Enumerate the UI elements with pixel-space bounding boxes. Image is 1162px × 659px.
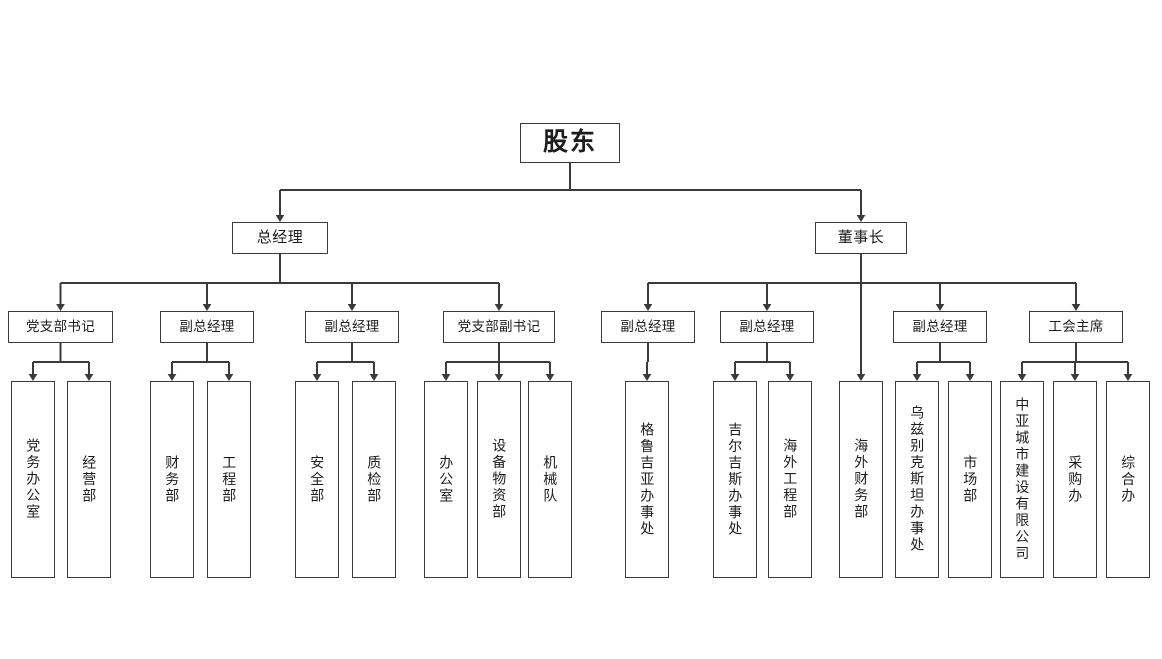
node-engineering-department[interactable]: 工程部 xyxy=(207,381,251,578)
arrow-head-icon-overseas-finance-department xyxy=(856,374,866,381)
node-kyrgyzstan-office[interactable]: 吉尔吉斯办事处 xyxy=(713,381,757,578)
node-union-chairman[interactable]: 工会主席 xyxy=(1029,311,1123,343)
node-label: 副总经理 xyxy=(912,319,968,335)
arrow-head-icon-deputy-party-branch-secretary xyxy=(494,304,504,311)
node-deputy-gm-3[interactable]: 副总经理 xyxy=(601,311,695,343)
arrow-head-icon-general-affairs-office xyxy=(1123,374,1133,381)
node-label: 办公室 xyxy=(438,454,455,505)
arrow-head-icon-operations-department xyxy=(84,374,94,381)
node-label: 党支部副书记 xyxy=(457,319,541,335)
arrow-head-icon-equipment-materials-department xyxy=(494,374,504,381)
node-label: 党务办公室 xyxy=(25,438,42,521)
arrow-head-icon-party-branch-secretary xyxy=(56,304,65,311)
node-equipment-materials-department[interactable]: 设备物资部 xyxy=(477,381,521,578)
arrow-head-icon-deputy-gm-4 xyxy=(762,304,772,311)
node-party-branch-secretary[interactable]: 党支部书记 xyxy=(8,311,113,343)
node-operations-department[interactable]: 经营部 xyxy=(67,381,111,578)
arrow-head-icon-kyrgyzstan-office xyxy=(730,374,740,381)
arrow-head-icon-finance-department xyxy=(167,374,177,381)
node-deputy-gm-2[interactable]: 副总经理 xyxy=(305,311,399,343)
node-label: 副总经理 xyxy=(179,319,235,335)
node-deputy-party-branch-secretary[interactable]: 党支部副书记 xyxy=(443,311,555,343)
arrow-head-icon-general-manager xyxy=(275,215,285,222)
node-office[interactable]: 办公室 xyxy=(424,381,468,578)
node-label: 中亚城市建设有限公司 xyxy=(1014,397,1031,562)
node-shareholders[interactable]: 股东 xyxy=(520,123,620,163)
node-label: 工程部 xyxy=(221,454,238,505)
node-quality-inspection-department[interactable]: 质检部 xyxy=(352,381,396,578)
node-label: 总经理 xyxy=(256,229,304,247)
arrow-head-icon-quality-inspection-department xyxy=(369,374,379,381)
node-label: 工会主席 xyxy=(1048,319,1104,335)
node-deputy-gm-5[interactable]: 副总经理 xyxy=(893,311,987,343)
node-uzbekistan-office[interactable]: 乌兹别克斯坦办事处 xyxy=(895,381,939,578)
node-central-asia-urban-construction-co[interactable]: 中亚城市建设有限公司 xyxy=(1000,381,1044,578)
arrow-head-icon-deputy-gm-1 xyxy=(202,304,212,311)
node-procurement-office[interactable]: 采购办 xyxy=(1053,381,1097,578)
node-label: 副总经理 xyxy=(620,319,676,335)
node-overseas-finance-department[interactable]: 海外财务部 xyxy=(839,381,883,578)
node-finance-department[interactable]: 财务部 xyxy=(150,381,194,578)
arrow-head-icon-engineering-department xyxy=(224,374,234,381)
node-label: 机械队 xyxy=(542,454,559,505)
arrow-head-icon-marketing-department xyxy=(965,374,975,381)
node-party-affairs-office[interactable]: 党务办公室 xyxy=(11,381,55,578)
node-label: 股东 xyxy=(542,128,597,157)
node-label: 财务部 xyxy=(164,454,181,505)
node-deputy-gm-4[interactable]: 副总经理 xyxy=(720,311,814,343)
node-label: 海外工程部 xyxy=(782,438,799,521)
node-label: 董事长 xyxy=(837,229,885,247)
arrow-head-icon-machinery-team xyxy=(545,374,555,381)
node-label: 格鲁吉亚办事处 xyxy=(639,421,656,538)
node-label: 吉尔吉斯办事处 xyxy=(727,421,744,538)
node-label: 采购办 xyxy=(1067,454,1084,505)
arrow-head-icon-georgia-office xyxy=(642,374,652,381)
node-marketing-department[interactable]: 市场部 xyxy=(948,381,992,578)
arrow-head-icon-party-affairs-office xyxy=(28,374,38,381)
node-label: 党支部书记 xyxy=(26,319,95,335)
node-label: 安全部 xyxy=(309,454,326,505)
arrow-head-icon-central-asia-urban-construction-co xyxy=(1017,374,1027,381)
node-safety-department[interactable]: 安全部 xyxy=(295,381,339,578)
arrow-head-icon-union-chairman xyxy=(1071,304,1081,311)
node-label: 副总经理 xyxy=(739,319,795,335)
node-machinery-team[interactable]: 机械队 xyxy=(528,381,572,578)
node-deputy-gm-1[interactable]: 副总经理 xyxy=(160,311,254,343)
node-label: 经营部 xyxy=(81,454,98,505)
arrow-head-icon-deputy-gm-5 xyxy=(935,304,945,311)
node-label: 质检部 xyxy=(366,454,383,505)
arrow-head-icon-uzbekistan-office xyxy=(912,374,922,381)
arrow-head-icon-safety-department xyxy=(312,374,322,381)
arrow-head-icon-overseas-engineering-department xyxy=(785,374,795,381)
node-general-manager[interactable]: 总经理 xyxy=(232,222,328,254)
node-label: 综合办 xyxy=(1120,454,1137,505)
node-general-affairs-office[interactable]: 综合办 xyxy=(1106,381,1150,578)
node-label: 设备物资部 xyxy=(491,438,508,521)
arrow-head-icon-office xyxy=(441,374,451,381)
node-overseas-engineering-department[interactable]: 海外工程部 xyxy=(768,381,812,578)
node-label: 副总经理 xyxy=(324,319,380,335)
arrow-head-icon-chairman xyxy=(856,215,866,222)
node-label: 乌兹别克斯坦办事处 xyxy=(909,405,926,554)
node-georgia-office[interactable]: 格鲁吉亚办事处 xyxy=(625,381,669,578)
node-chairman[interactable]: 董事长 xyxy=(815,222,907,254)
node-label: 海外财务部 xyxy=(853,438,870,521)
arrow-head-icon-deputy-gm-2 xyxy=(347,304,357,311)
node-label: 市场部 xyxy=(962,454,979,505)
arrow-head-icon-deputy-gm-3 xyxy=(643,304,653,311)
arrow-head-icon-procurement-office xyxy=(1070,374,1080,381)
